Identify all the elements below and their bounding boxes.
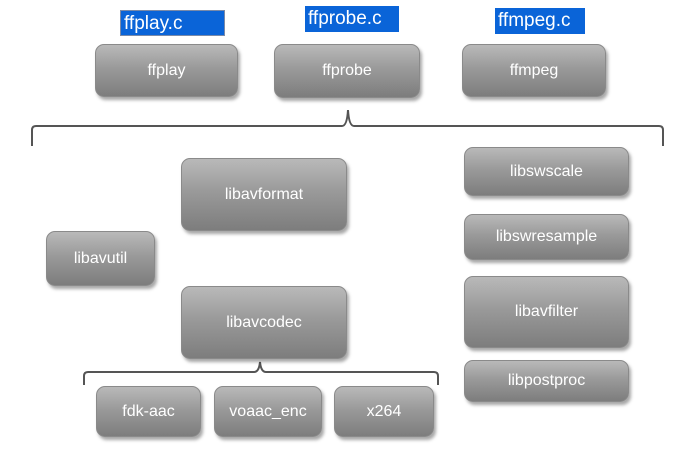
libavcodec-box[interactable]: libavcodec	[181, 286, 347, 359]
libavfilter-box[interactable]: libavfilter	[464, 276, 629, 348]
libswresample-box[interactable]: libswresample	[464, 214, 629, 260]
libswscale-box[interactable]: libswscale	[464, 147, 629, 196]
ffplay-box[interactable]: ffplay	[95, 44, 238, 97]
ffprobe-c-label[interactable]: ffprobe.c	[305, 6, 399, 32]
libavutil-box[interactable]: libavutil	[46, 231, 155, 286]
top-bracket	[31, 109, 664, 146]
codec-bracket	[83, 361, 439, 385]
ffmpeg-box[interactable]: ffmpeg	[462, 44, 606, 97]
ffplay-c-label[interactable]: ffplay.c	[120, 10, 225, 36]
libavformat-box[interactable]: libavformat	[181, 158, 347, 231]
fdk-aac-box[interactable]: fdk-aac	[96, 386, 201, 437]
ffprobe-box[interactable]: ffprobe	[274, 44, 420, 98]
ffmpeg-c-label[interactable]: ffmpeg.c	[495, 8, 585, 34]
x264-box[interactable]: x264	[334, 386, 434, 437]
voaac-enc-box[interactable]: voaac_enc	[214, 386, 322, 437]
libpostproc-box[interactable]: libpostproc	[464, 360, 629, 402]
